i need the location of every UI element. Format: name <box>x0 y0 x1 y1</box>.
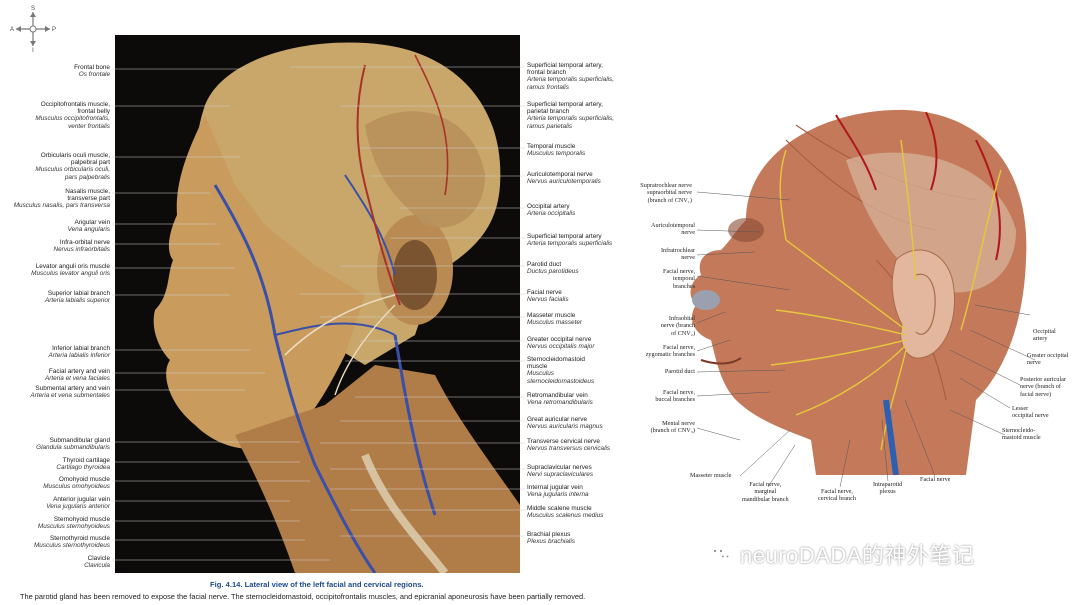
figure-caption-body: The parotid gland has been removed to ex… <box>20 592 586 601</box>
ill-label-facial-zygomatic: Facial nerve,zygomatic branches <box>645 344 695 359</box>
label-sta-parietal: Superficial temporal artery,parietal bra… <box>527 101 615 130</box>
compass-inferior: I <box>32 48 34 52</box>
ill-label-parotid-duct: Parotid duct <box>664 368 695 375</box>
compass-anterior: A <box>10 27 14 33</box>
ill-label-facial-buccal: Facial nerve,buccal branches <box>655 389 695 404</box>
ill-label-facial-cervical: Facial nerve,cervical branch <box>818 488 856 503</box>
compass-superior: S <box>31 6 35 12</box>
ill-label-mental: Mental nerve(branch of CNV₃) <box>650 420 695 435</box>
figure-caption-title: Fig. 4.14. Lateral view of the left faci… <box>210 580 424 589</box>
facial-nerve-illustration <box>690 109 1027 475</box>
ill-label-masseter: Masseter muscle <box>690 472 732 479</box>
orientation-compass: S A P I <box>10 6 56 52</box>
watermark-text: neuroDADA的神外笔记 <box>740 543 975 568</box>
wechat-icon <box>709 545 733 563</box>
label-sta-frontal: Superficial temporal artery,frontal bran… <box>527 62 615 91</box>
ill-label-sternocleido: Sternocleido-mastoid muscle <box>1002 427 1041 442</box>
ill-label-facial-nerve: Facial nerve <box>920 476 951 483</box>
watermark: neuroDADA的神外笔记 <box>708 538 974 570</box>
compass-posterior: P <box>52 27 56 33</box>
dissection-photo <box>115 35 520 573</box>
